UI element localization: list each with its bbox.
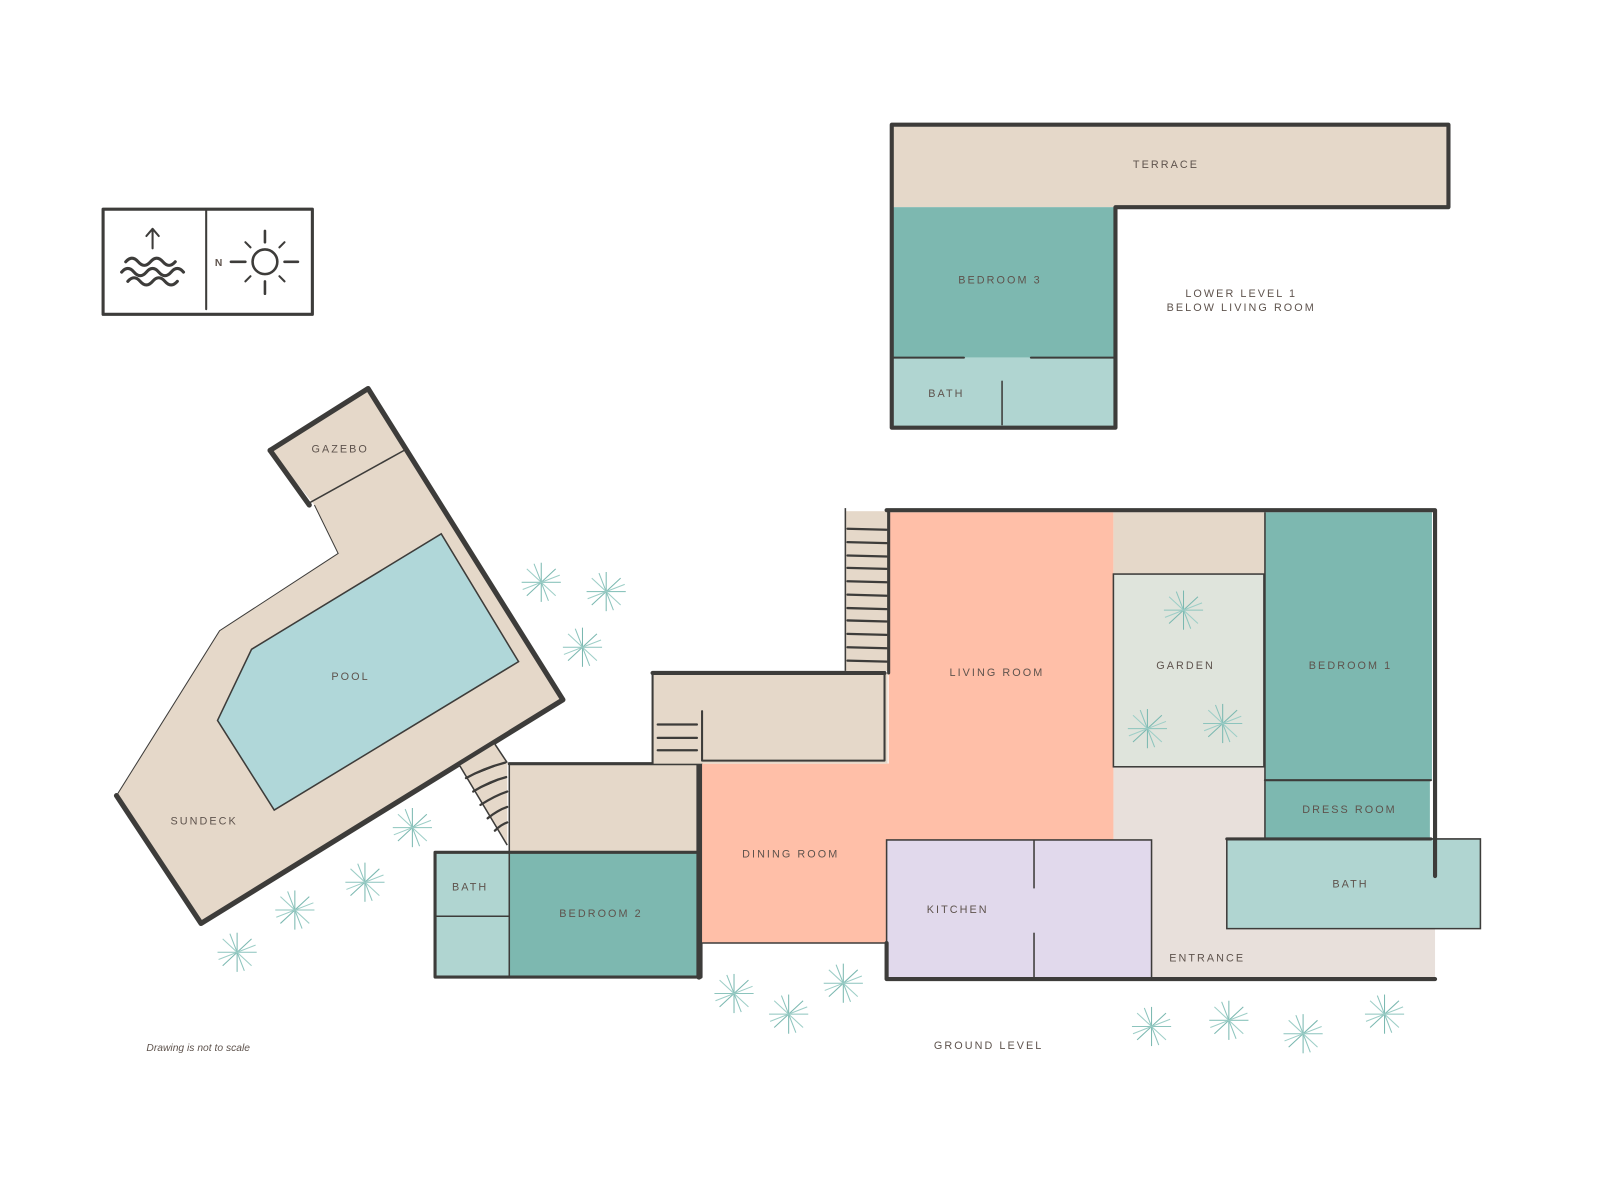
room-entrance[interactable] xyxy=(1113,766,1436,978)
room-dress-room[interactable] xyxy=(1264,780,1430,839)
plant-icon xyxy=(1364,994,1405,1035)
room-bedroom-3[interactable] xyxy=(892,207,1115,358)
ground-level-plan: LIVING ROOM DINING ROOM GARDEN BEDROOM 1… xyxy=(433,508,1482,1052)
room-bath-2[interactable] xyxy=(435,852,510,978)
room-kitchen[interactable] xyxy=(885,839,1153,980)
label-kitchen: KITCHEN xyxy=(927,904,989,916)
plant-icon xyxy=(768,994,809,1035)
plant-icon xyxy=(1131,1006,1172,1047)
scale-disclaimer: Drawing is not to scale xyxy=(146,1043,250,1054)
plant-icon xyxy=(713,973,755,1014)
label-bedroom-2: BEDROOM 2 xyxy=(559,908,642,920)
label-garden: GARDEN xyxy=(1156,660,1215,672)
sun-icon xyxy=(229,229,300,296)
plant-icon xyxy=(392,807,433,848)
room-garden[interactable] xyxy=(1112,573,1265,768)
label-terrace: TERRACE xyxy=(1133,159,1199,171)
room-bedroom-2[interactable] xyxy=(509,852,699,978)
label-dining-room: DINING ROOM xyxy=(742,848,839,860)
ground-level-caption: GROUND LEVEL xyxy=(934,1040,1043,1052)
plant-icon xyxy=(823,963,864,1004)
label-sundeck: SUNDECK xyxy=(170,815,237,827)
sea-waves-north-arrow-icon xyxy=(120,227,186,287)
plant-icon xyxy=(1282,1013,1324,1054)
stairs-living xyxy=(846,527,888,663)
plant-icon xyxy=(586,571,627,612)
room-lower-bath[interactable] xyxy=(892,357,1115,428)
lower-level-plan: TERRACE BEDROOM 3 BATH LOWER LEVEL 1 BEL… xyxy=(889,122,1451,430)
label-lower-bath: BATH xyxy=(928,388,964,400)
plant-icon xyxy=(217,932,258,973)
lower-level-caption-1: LOWER LEVEL 1 xyxy=(1185,288,1297,300)
plant-icon xyxy=(1208,1000,1249,1041)
room-pool[interactable] xyxy=(216,532,520,812)
plant-icon xyxy=(344,862,386,903)
room-dining-room[interactable] xyxy=(702,763,889,944)
room-bedroom-1[interactable] xyxy=(1264,512,1432,781)
label-entrance: ENTRANCE xyxy=(1169,953,1245,965)
plant-icon xyxy=(521,562,562,603)
pool-area: GAZEBO POOL SUNDECK xyxy=(113,385,566,927)
label-bedroom-1: BEDROOM 1 xyxy=(1309,660,1392,672)
lower-level-caption-2: BELOW LIVING ROOM xyxy=(1167,302,1316,314)
north-label: N xyxy=(215,258,222,269)
label-living-room: LIVING ROOM xyxy=(950,667,1045,679)
label-bedroom-3: BEDROOM 3 xyxy=(958,274,1041,286)
room-living-room[interactable] xyxy=(886,512,1114,840)
plant-icon xyxy=(274,889,315,931)
room-terrace[interactable] xyxy=(891,124,1449,208)
label-pool: POOL xyxy=(331,671,369,683)
legend-box: N xyxy=(101,207,314,316)
label-dress-room: DRESS ROOM xyxy=(1302,804,1397,816)
label-gazebo: GAZEBO xyxy=(311,443,368,455)
plant-icon xyxy=(562,627,603,668)
label-bath-2: BATH xyxy=(452,881,488,893)
label-bath-1: BATH xyxy=(1332,878,1368,890)
